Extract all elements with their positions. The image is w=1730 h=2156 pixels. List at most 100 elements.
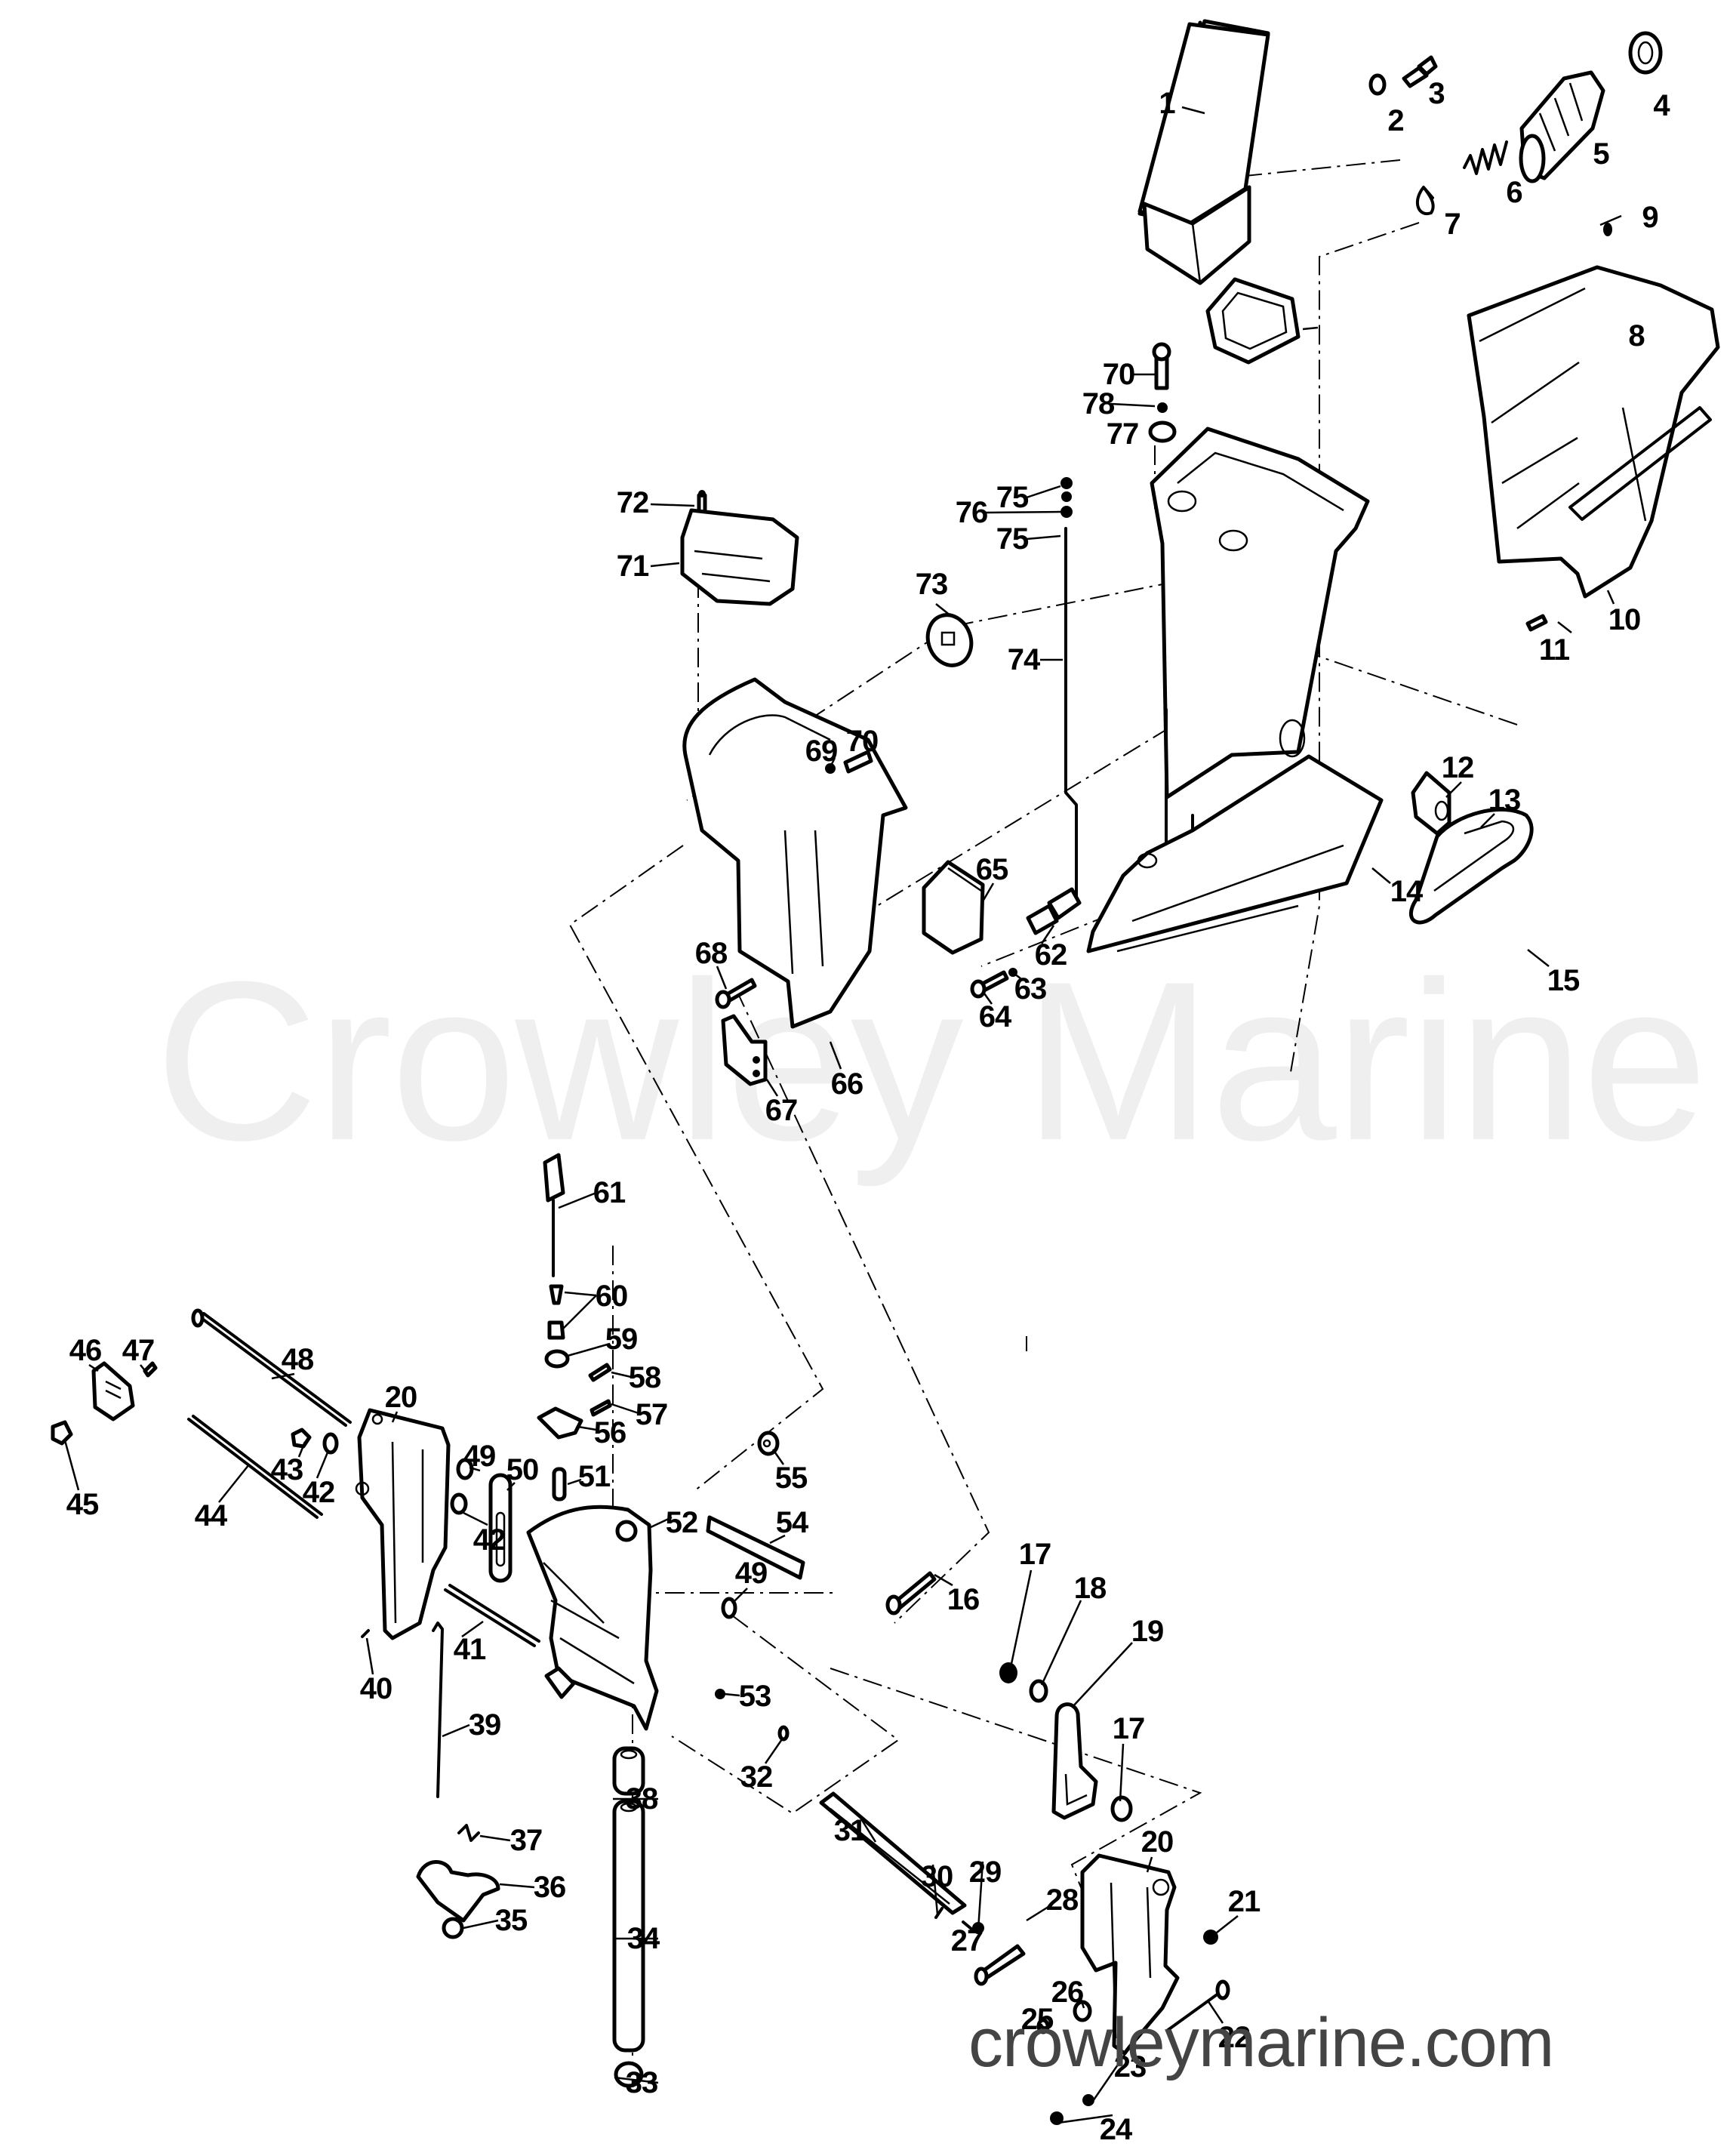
part-54-decal: [706, 1515, 805, 1580]
callout-label-c52[interactable]: 52: [665, 1506, 698, 1539]
part-47-pin: [143, 1361, 158, 1378]
callout-label-c41[interactable]: 41: [453, 1633, 486, 1666]
callout-label-c55[interactable]: 55: [774, 1461, 808, 1495]
callout-label-c29[interactable]: 29: [968, 1856, 1002, 1889]
callout-label-c75b[interactable]: 75: [996, 522, 1029, 556]
callout-label-c42b[interactable]: 42: [473, 1523, 506, 1557]
callout-label-c60[interactable]: 60: [595, 1280, 628, 1313]
callout-label-c25[interactable]: 25: [1020, 2003, 1054, 2036]
callout-label-c33[interactable]: 33: [625, 2066, 658, 2099]
callout-label-c57[interactable]: 57: [635, 1398, 668, 1431]
callout-label-c1[interactable]: 1: [1159, 87, 1175, 120]
callout-label-c53[interactable]: 53: [738, 1680, 771, 1713]
callout-label-c24[interactable]: 24: [1099, 2113, 1132, 2146]
callout-label-c39[interactable]: 39: [468, 1708, 501, 1742]
callout-label-c63[interactable]: 63: [1014, 972, 1047, 1006]
callout-label-c16[interactable]: 16: [947, 1583, 980, 1616]
callout-label-c49a[interactable]: 49: [463, 1440, 496, 1473]
callout-label-c20a[interactable]: 20: [384, 1381, 417, 1414]
callout-label-c46[interactable]: 46: [69, 1334, 102, 1367]
callout-label-c19[interactable]: 19: [1131, 1615, 1164, 1648]
callout-label-c72[interactable]: 72: [616, 486, 649, 519]
callout-label-c31[interactable]: 31: [833, 1814, 867, 1847]
part-69-washer: [825, 763, 836, 774]
callout-label-c40[interactable]: 40: [359, 1672, 392, 1705]
part-78-washer: [1157, 402, 1168, 413]
callout-label-c2[interactable]: 2: [1387, 104, 1404, 137]
part-37-spring: [457, 1824, 480, 1842]
callout-label-c74[interactable]: 74: [1007, 643, 1040, 676]
callout-label-c78[interactable]: 78: [1082, 387, 1115, 420]
part-28-pin: [962, 1920, 974, 1931]
callout-label-c27[interactable]: 27: [950, 1924, 984, 1957]
callout-label-c70a[interactable]: 70: [1102, 358, 1135, 391]
part-41-rod: [444, 1584, 540, 1647]
callout-label-c7[interactable]: 7: [1444, 208, 1461, 241]
callout-label-c56[interactable]: 56: [593, 1416, 626, 1449]
callout-label-c8[interactable]: 8: [1628, 319, 1645, 353]
callout-label-c61[interactable]: 61: [593, 1176, 626, 1209]
callout-label-c35[interactable]: 35: [494, 1904, 528, 1937]
part-18-washer: [1029, 1679, 1048, 1703]
callout-label-c3[interactable]: 3: [1428, 77, 1445, 110]
callout-label-c64[interactable]: 64: [978, 1000, 1011, 1033]
callout-label-c15[interactable]: 15: [1547, 964, 1580, 997]
callout-label-c34[interactable]: 34: [626, 1922, 660, 1955]
callout-label-c70b[interactable]: 70: [845, 725, 879, 758]
callout-label-c32[interactable]: 32: [740, 1760, 773, 1794]
callout-label-c26[interactable]: 26: [1051, 1976, 1084, 2009]
callout-label-c43[interactable]: 43: [270, 1453, 303, 1486]
callout-label-c23[interactable]: 23: [1113, 2050, 1147, 2084]
callout-label-c62[interactable]: 62: [1034, 938, 1067, 972]
callout-label-c30[interactable]: 30: [920, 1860, 953, 1893]
callout-label-c4[interactable]: 4: [1653, 89, 1670, 122]
callout-label-c11[interactable]: 11: [1538, 633, 1570, 667]
part-20-clamp-bracket-left: [355, 1408, 451, 1640]
callout-label-c76[interactable]: 76: [955, 496, 988, 529]
callout-label-c51[interactable]: 51: [577, 1460, 611, 1493]
callout-label-c18[interactable]: 18: [1073, 1572, 1107, 1605]
callout-label-c49b[interactable]: 49: [734, 1557, 768, 1590]
callout-label-c20b[interactable]: 20: [1141, 1825, 1174, 1859]
part-64-screw: [970, 970, 1009, 999]
callout-label-c13[interactable]: 13: [1488, 784, 1521, 817]
part-50-plate: [488, 1473, 513, 1583]
callout-label-c9[interactable]: 9: [1642, 201, 1658, 234]
callout-label-c59[interactable]: 59: [605, 1323, 638, 1356]
part-12-mount: [1411, 771, 1451, 836]
part-20-clamp-bracket-right: [1080, 1853, 1180, 2056]
callout-label-c50[interactable]: 50: [506, 1453, 539, 1486]
callout-label-c37[interactable]: 37: [509, 1824, 543, 1857]
part-67-bracket: [721, 1014, 768, 1086]
callout-label-c42a[interactable]: 42: [302, 1476, 335, 1509]
callout-label-c44[interactable]: 44: [194, 1499, 227, 1532]
callout-label-c10[interactable]: 10: [1608, 603, 1641, 636]
part-16-bolt: [885, 1571, 937, 1615]
callout-label-c17b[interactable]: 17: [1112, 1712, 1145, 1745]
callout-label-c68[interactable]: 68: [694, 937, 728, 970]
callout-label-c67[interactable]: 67: [765, 1094, 798, 1127]
callout-label-c77[interactable]: 77: [1106, 417, 1139, 451]
callout-label-c28[interactable]: 28: [1045, 1883, 1079, 1917]
callout-label-c58[interactable]: 58: [628, 1361, 661, 1394]
callout-label-c65[interactable]: 65: [975, 853, 1008, 886]
callout-label-c48[interactable]: 48: [281, 1343, 314, 1376]
callout-label-c38[interactable]: 38: [625, 1782, 658, 1816]
callout-label-c17a[interactable]: 17: [1018, 1538, 1051, 1571]
callout-label-c36[interactable]: 36: [533, 1871, 566, 1904]
part-30-pin: [934, 1907, 943, 1919]
callout-label-c21[interactable]: 21: [1227, 1885, 1261, 1918]
callout-label-c5[interactable]: 5: [1593, 137, 1609, 171]
callout-label-c75a[interactable]: 75: [996, 481, 1029, 514]
callout-label-c66[interactable]: 66: [830, 1067, 863, 1101]
callout-label-c69[interactable]: 69: [805, 735, 838, 768]
callout-label-c47[interactable]: 47: [122, 1334, 155, 1367]
callout-label-c6[interactable]: 6: [1506, 176, 1522, 209]
callout-label-c14[interactable]: 14: [1390, 875, 1423, 908]
callout-label-c71[interactable]: 71: [616, 550, 649, 583]
callout-label-c45[interactable]: 45: [66, 1488, 99, 1521]
callout-label-c12[interactable]: 12: [1441, 751, 1474, 784]
callout-label-c54[interactable]: 54: [775, 1506, 808, 1539]
callout-label-c22[interactable]: 22: [1217, 2021, 1251, 2054]
callout-label-c73[interactable]: 73: [915, 568, 948, 601]
